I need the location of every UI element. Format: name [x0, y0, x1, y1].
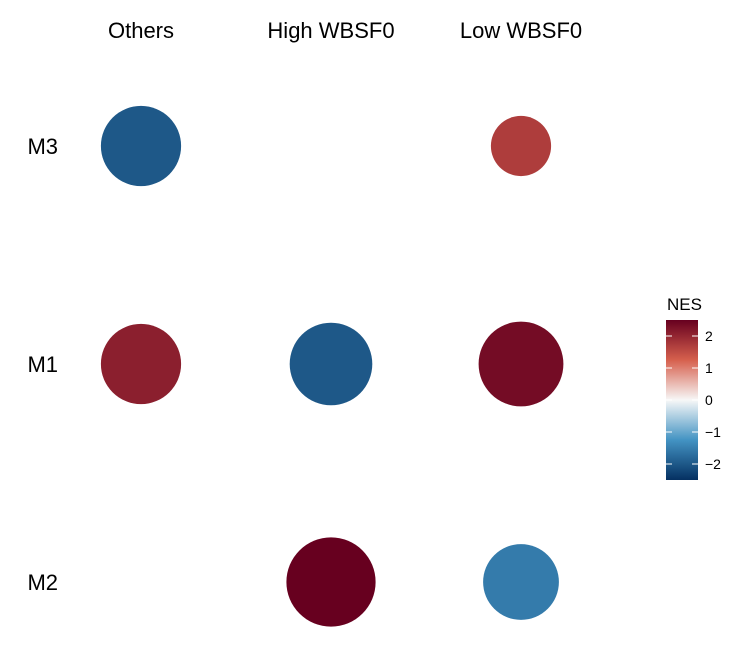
- column-label: Low WBSF0: [460, 18, 582, 43]
- dot: [478, 321, 564, 407]
- dot: [100, 323, 182, 405]
- legend-tick-label: 0: [705, 392, 713, 408]
- legend-ticks: 2 1 0 −1 −2: [666, 328, 721, 472]
- legend-tick-label: 1: [705, 360, 713, 376]
- dot: [289, 322, 373, 406]
- dot: [100, 105, 182, 187]
- row-label: M2: [27, 570, 58, 595]
- dot: [483, 544, 559, 620]
- legend-tick-label: −2: [705, 456, 721, 472]
- column-label: Others: [108, 18, 174, 43]
- legend-tick-label: −1: [705, 424, 721, 440]
- legend-tick-label: 2: [705, 328, 713, 344]
- row-label: M1: [27, 352, 58, 377]
- dots: [100, 105, 564, 627]
- dot: [286, 537, 376, 627]
- nes-legend: NES 2 1 0 −1 −2: [666, 295, 721, 480]
- column-labels: Others High WBSF0 Low WBSF0: [108, 18, 582, 43]
- column-label: High WBSF0: [267, 18, 394, 43]
- dot: [490, 115, 552, 177]
- row-label: M3: [27, 134, 58, 159]
- legend-title: NES: [667, 295, 702, 314]
